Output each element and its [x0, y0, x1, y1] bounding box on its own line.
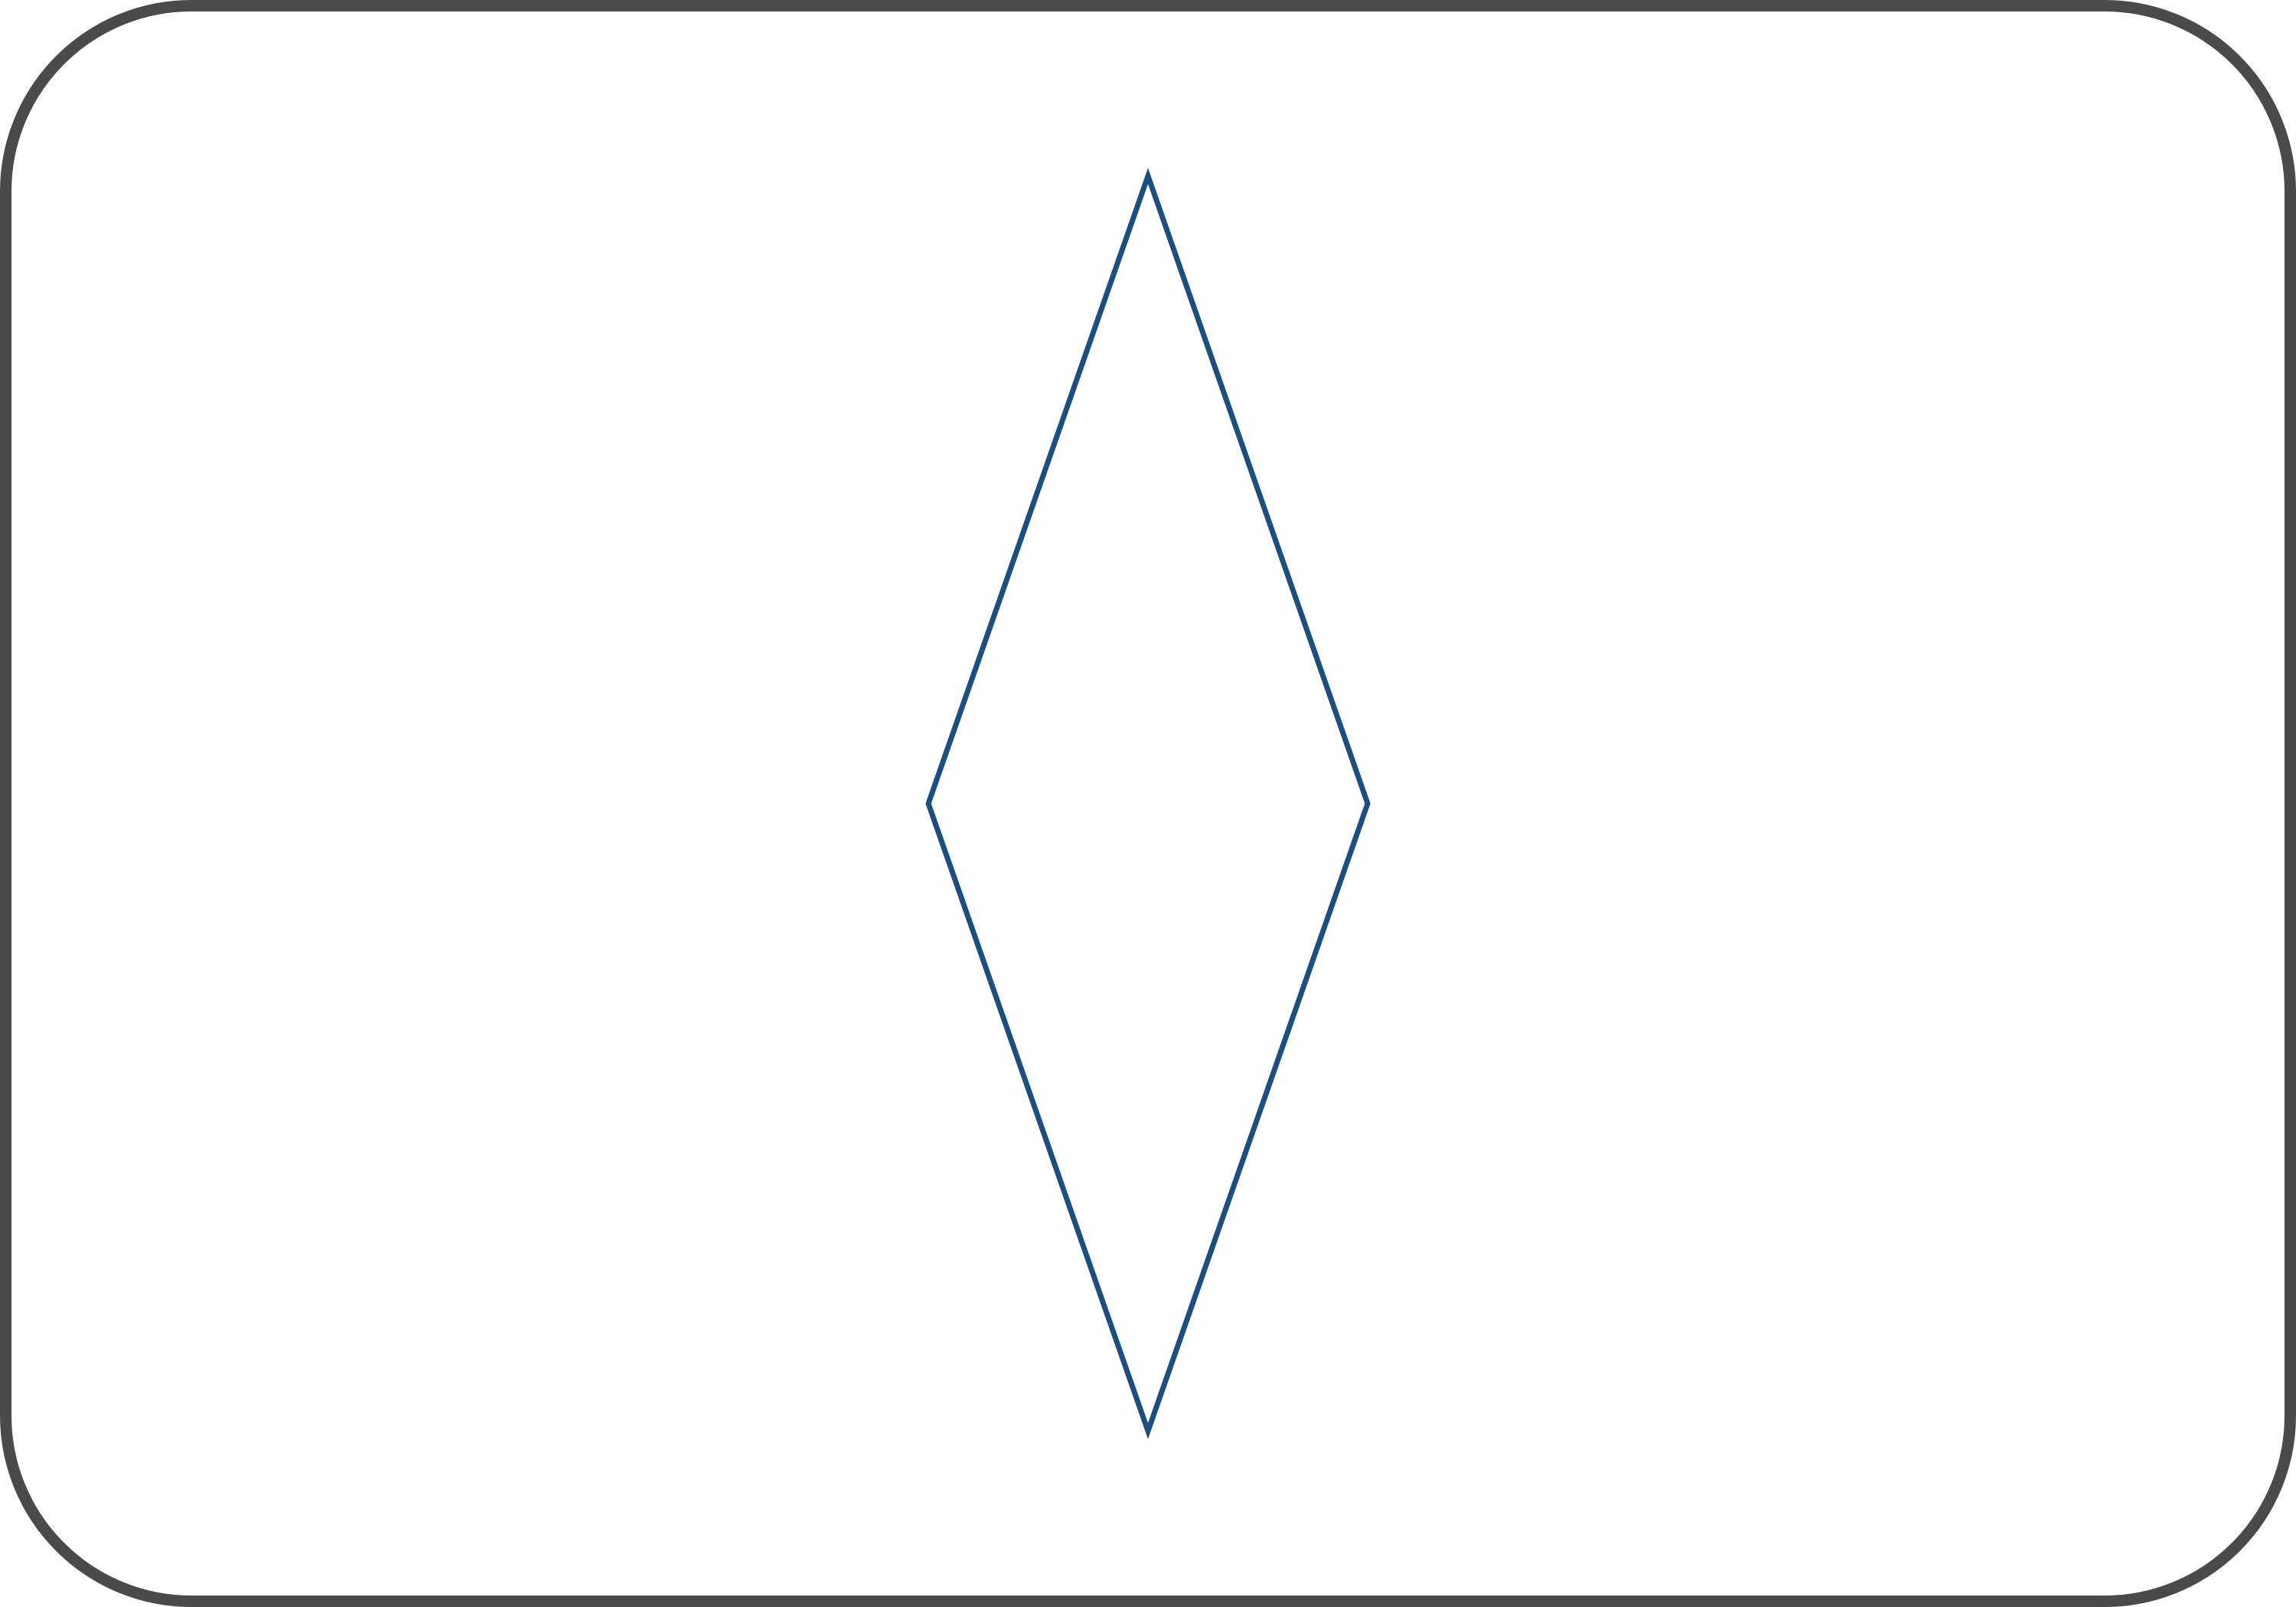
diamond-shape	[925, 168, 1371, 1439]
